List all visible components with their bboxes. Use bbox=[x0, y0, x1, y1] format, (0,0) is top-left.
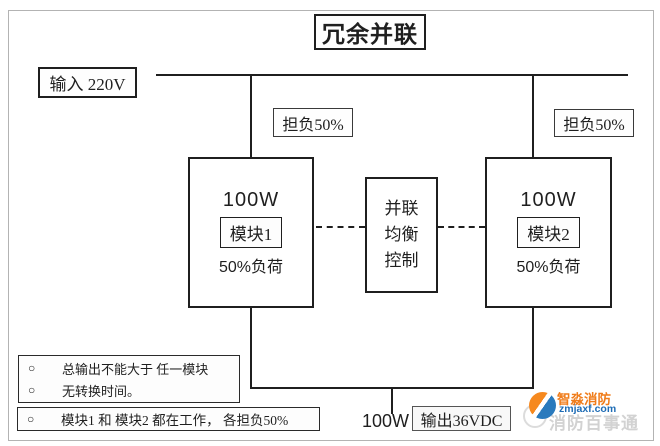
module2-name: 模块2 bbox=[517, 216, 580, 248]
note-text-3: 模块1 和 模块2 都在工作， 各担负50% bbox=[61, 413, 289, 428]
note-row: ○ 无转换时间。 bbox=[19, 381, 239, 400]
dashed-link-left bbox=[316, 226, 365, 228]
load-share-label-right: 担负50% bbox=[554, 109, 634, 137]
diagram-title: 冗余并联 bbox=[314, 14, 426, 50]
zhimiao-logo-icon bbox=[529, 392, 556, 419]
bullet-circle-icon: ○ bbox=[27, 411, 35, 426]
note-text-1: 总输出不能大于 任一模块 bbox=[62, 361, 209, 377]
module2-power: 100W bbox=[520, 188, 577, 211]
module2-load: 50%负荷 bbox=[516, 258, 581, 276]
left-input-drop-wire bbox=[250, 76, 252, 157]
module2-box: 100W 模块2 50%负荷 bbox=[485, 157, 612, 308]
output-36vdc-box: 输出36VDC bbox=[412, 406, 511, 431]
watermark-url: zmjaxf.com bbox=[559, 403, 617, 415]
module1-power: 100W bbox=[222, 188, 280, 211]
bottom-bus-wire bbox=[250, 387, 534, 389]
notes-box-1: ○ 总输出不能大于 任一模块 ○ 无转换时间。 bbox=[18, 355, 240, 403]
module1-box: 100W 模块1 50%负荷 bbox=[188, 157, 314, 308]
bullet-circle-icon: ○ bbox=[28, 360, 36, 375]
left-output-drop-wire bbox=[250, 308, 252, 388]
dashed-link-right bbox=[438, 226, 485, 228]
watermark-slogan: 消防百事通 bbox=[549, 414, 639, 433]
right-input-drop-wire bbox=[532, 76, 534, 157]
note-text-2: 无转换时间。 bbox=[62, 383, 141, 399]
output-stub-wire bbox=[391, 389, 393, 414]
watermark-brand: 智淼消防 bbox=[557, 392, 611, 407]
load-share-label-left: 担负50% bbox=[273, 108, 353, 137]
control-line3: 控制 bbox=[384, 251, 419, 270]
notes-box-2: ○ 模块1 和 模块2 都在工作， 各担负50% bbox=[17, 407, 320, 431]
control-line2: 均衡 bbox=[384, 225, 419, 244]
bullet-circle-icon: ○ bbox=[28, 382, 36, 397]
module1-name: 模块1 bbox=[219, 216, 283, 248]
module1-load: 50%负荷 bbox=[218, 258, 284, 276]
parallel-balance-control-box: 并联 均衡 控制 bbox=[365, 177, 438, 293]
top-bus-wire bbox=[156, 74, 628, 76]
note-row: ○ 总输出不能大于 任一模块 bbox=[19, 359, 239, 378]
input-220v-box: 输入 220V bbox=[38, 67, 137, 98]
note-row: ○ 模块1 和 模块2 都在工作， 各担负50% bbox=[18, 409, 319, 429]
control-line1: 并联 bbox=[384, 199, 419, 218]
output-power-label: 100W bbox=[362, 411, 410, 431]
right-output-drop-wire bbox=[532, 308, 534, 388]
